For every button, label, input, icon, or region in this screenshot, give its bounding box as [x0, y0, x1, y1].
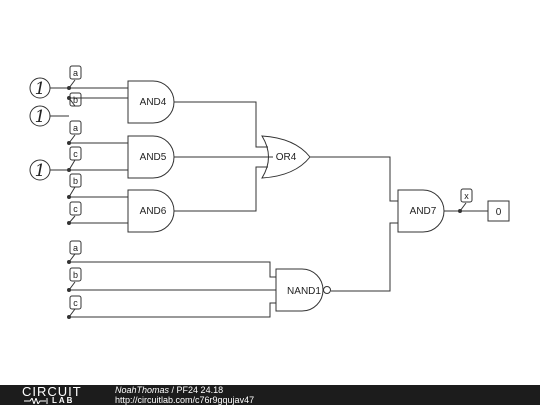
nand-gate-body: [275, 268, 324, 312]
circuit-schematic: AND4 AND5 AND6 OR4 AND7 NAND1 1 1 1 a b …: [29, 65, 510, 319]
constant-value: 1: [35, 107, 46, 127]
wire: [310, 156, 398, 202]
constant-source: [29, 77, 51, 99]
junction-dot: [67, 96, 71, 100]
input-tag-label: c: [73, 204, 78, 214]
and-gate-body: [127, 80, 175, 124]
output-tag-label: x: [464, 191, 469, 201]
output-value: 0: [496, 207, 502, 218]
output-display-box: [487, 200, 510, 222]
input-tag-label: a: [73, 243, 78, 253]
input-tag-label: b: [73, 95, 78, 105]
title-separator: /: [169, 385, 177, 395]
gate-label-or4: OR4: [276, 152, 297, 163]
constant-value: 1: [35, 79, 46, 99]
or-gate-body: [261, 135, 311, 179]
and-gate-body: [127, 135, 175, 179]
constant-value: 1: [35, 161, 46, 181]
circuit-title: PF24 24.18: [176, 385, 224, 395]
gate-label-nand1: NAND1: [287, 286, 321, 297]
brand-top-text: CIRCUIT: [22, 384, 82, 399]
footer-bar: CIRCUIT LAB NoahThomas / PF24 24.18 http…: [0, 385, 540, 405]
gate-label-and7: AND7: [410, 206, 437, 217]
input-tag-box: [69, 295, 82, 310]
junction-dot: [67, 315, 71, 319]
junction-dot: [67, 195, 71, 199]
wire: [174, 166, 268, 212]
wire: [69, 302, 276, 318]
input-tag-label: c: [73, 298, 78, 308]
brand-bottom-text: LAB: [52, 396, 75, 405]
inversion-bubble: [323, 286, 331, 294]
junction-dot: [67, 288, 71, 292]
input-tag-box: [69, 146, 82, 161]
wire: [331, 222, 398, 292]
junction-dot: [67, 86, 71, 90]
input-tag-box: [69, 240, 82, 255]
junction-dot: [67, 168, 71, 172]
input-tag-label: a: [73, 68, 78, 78]
input-tag-box: [69, 201, 82, 216]
input-tag-box: [69, 65, 82, 80]
junction-dot: [67, 260, 71, 264]
gate-label-and5: AND5: [140, 152, 167, 163]
wire: [174, 101, 268, 148]
junction-dot: [67, 221, 71, 225]
junction-dot: [67, 141, 71, 145]
resistor-icon: [24, 398, 48, 404]
input-tag-box: [69, 267, 82, 282]
input-tag-label: c: [73, 149, 78, 159]
wire: [69, 261, 276, 278]
output-tag-box: [460, 188, 473, 203]
constant-source: [29, 159, 51, 181]
gate-label-and4: AND4: [140, 97, 167, 108]
input-tag-label: b: [73, 270, 78, 280]
input-tag-label: b: [73, 176, 78, 186]
constant-source: [29, 105, 51, 127]
and-gate-body: [127, 189, 175, 233]
and-gate-body: [397, 189, 445, 233]
input-tag-box: [69, 173, 82, 188]
junction-dot: [458, 209, 462, 213]
input-tag-box: [69, 120, 82, 135]
input-tag-label: a: [73, 123, 78, 133]
gate-label-and6: AND6: [140, 206, 167, 217]
author-name[interactable]: NoahThomas: [115, 385, 170, 395]
circuit-title-line: NoahThomas / PF24 24.18: [115, 385, 223, 395]
circuit-url[interactable]: http://circuitlab.com/c76r9gqujav47: [115, 395, 255, 405]
